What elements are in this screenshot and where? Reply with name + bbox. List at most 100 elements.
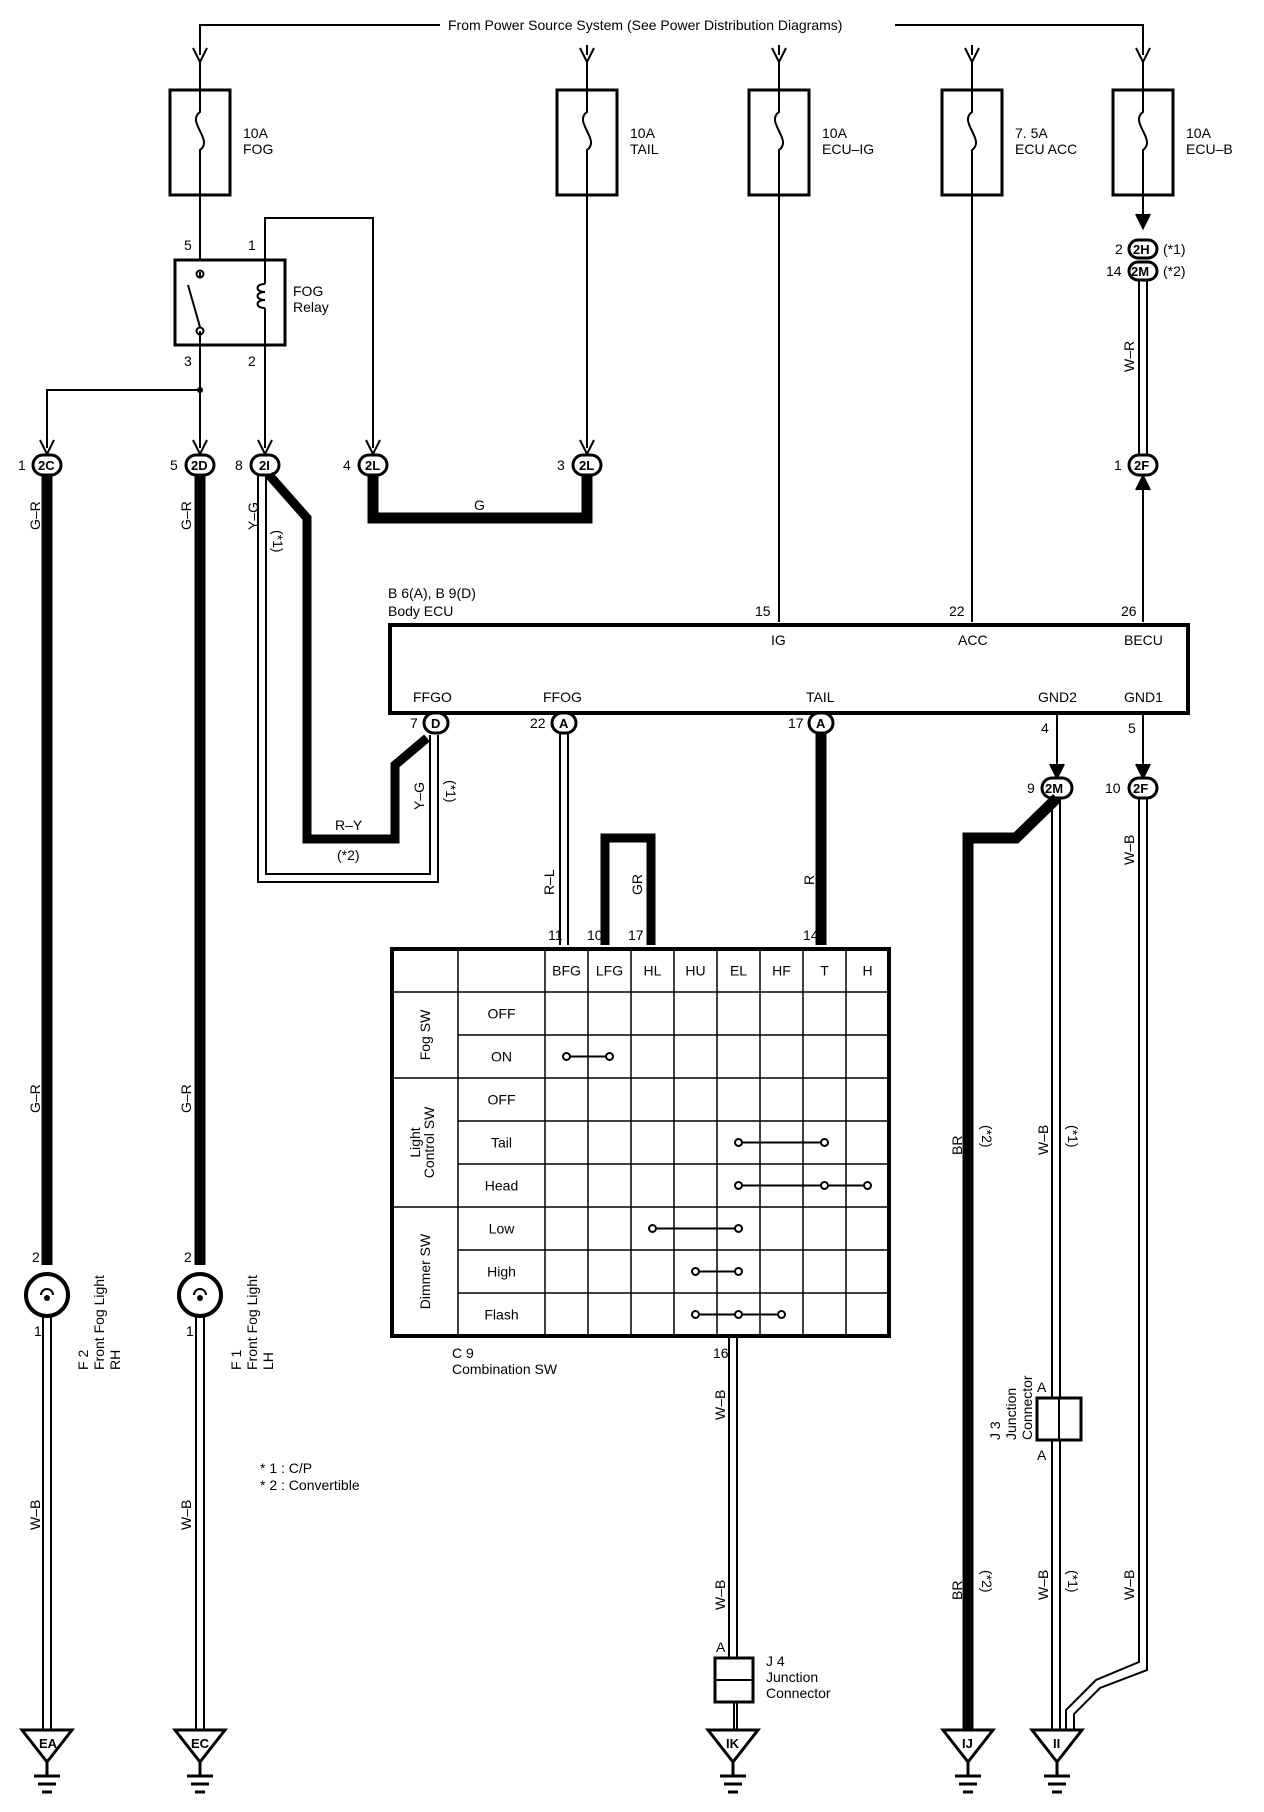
ecu-label-becu: BECU <box>1124 632 1163 648</box>
switch-group-2: Dimmer SW <box>417 1233 433 1309</box>
switch-contact <box>777 1310 786 1319</box>
ecu-label-ffog: FFOG <box>543 689 582 705</box>
switch-pin-11: 11 <box>548 927 563 943</box>
switch-contact <box>648 1224 657 1233</box>
fog-lh-line1: Front Fog Light <box>244 1275 260 1370</box>
ground-EA-label: EA <box>39 1736 58 1751</box>
junction-j4: A J 4 Junction Connector <box>713 1639 831 1704</box>
connector-2F-top: 2F 1 <box>1114 453 1159 491</box>
connector-2L3-pin: 3 <box>557 457 565 473</box>
connector-2I: 2I 8 <box>235 439 281 477</box>
switch-col-h: H <box>862 963 872 979</box>
wire-w-b-label-sw-2: W–B <box>712 1580 728 1610</box>
connector-A17-code: A <box>816 716 826 731</box>
ecu-label-gnd1: GND1 <box>1124 689 1163 705</box>
junction-j4-pin: A <box>716 1639 726 1655</box>
fog-light-rh-lamp <box>24 1272 70 1318</box>
switch-contact <box>562 1052 571 1061</box>
wire-y-g-label-right: Y–G <box>411 782 427 810</box>
wire-r-l-label: R–L <box>541 869 557 895</box>
switch-contact <box>734 1310 743 1319</box>
ecu-label-acc: ACC <box>958 632 988 648</box>
switch-pin-16: 16 <box>713 1345 729 1361</box>
wire-w-b-label-sw-1: W–B <box>712 1390 728 1420</box>
junction-j4-line2: Connector <box>766 1685 831 1701</box>
switch-col-hu: HU <box>685 963 705 979</box>
switch-name: Combination SW <box>452 1361 558 1377</box>
fuse-fog: 10A FOG <box>168 62 273 197</box>
wire-w-b-label-lh: W–B <box>178 1500 194 1530</box>
wire-note-2-br-2: (*2) <box>979 1570 995 1593</box>
switch-contact <box>605 1052 614 1061</box>
ground-EC-label: EC <box>191 1736 210 1751</box>
ecu-pin-26: 26 <box>1121 603 1137 619</box>
fuse-tail: 10A TAIL <box>555 62 659 197</box>
fuse-ecu-ig: 10A ECU–IG <box>747 62 874 197</box>
switch-contact <box>691 1267 700 1276</box>
connector-2I-code: 2I <box>259 458 270 473</box>
wire-note-1-right: (*1) <box>443 780 459 803</box>
connector-A-22: A 22 <box>530 711 578 735</box>
switch-row-tail: Tail <box>491 1135 512 1151</box>
relay-pin-3: 3 <box>184 353 192 369</box>
ecu-pin-15: 15 <box>755 603 771 619</box>
connector-2L4-code: 2L <box>365 458 380 473</box>
switch-contact <box>820 1138 829 1147</box>
connector-A17-pin: 17 <box>788 715 804 731</box>
switch-row-high: High <box>487 1264 516 1280</box>
wire-note-2-br-1: (*2) <box>979 1125 995 1148</box>
fuse-ecu-acc: 7. 5A ECU ACC <box>940 62 1077 197</box>
relay-label-1: FOG <box>293 283 323 299</box>
wire-w-b-label-2f-2: W–B <box>1121 1570 1137 1600</box>
connector-2C: 2C 1 <box>18 439 63 477</box>
legend-line-1: * 1 : C/P <box>260 1460 312 1476</box>
switch-contact <box>734 1224 743 1233</box>
fog-lh-pin-2: 2 <box>184 1249 192 1265</box>
fuse-ecu-b: 10A ECU–B <box>1111 62 1233 197</box>
fuse-fog-amp: 10A <box>243 125 269 141</box>
switch-row-off: OFF <box>488 1092 516 1108</box>
fog-lh-line2: LH <box>260 1352 276 1370</box>
relay-label-2: Relay <box>293 299 329 315</box>
connector-A22-pin: 22 <box>530 715 546 731</box>
switch-col-el: EL <box>730 963 747 979</box>
connector-2L-pin3: 2L 3 <box>557 439 603 477</box>
power-source-bus: From Power Source System (See Power Dist… <box>192 17 1151 65</box>
legend-line-2: * 2 : Convertible <box>260 1477 360 1493</box>
ground-IK-label: IK <box>726 1736 740 1751</box>
switch-ref: C 9 <box>452 1345 474 1361</box>
junction-j3-pin-top: A <box>1037 1379 1047 1395</box>
ground-IJ: IJ <box>939 1728 997 1794</box>
ecu-pin-22: 22 <box>949 603 965 619</box>
connector-2C-code: 2C <box>38 458 55 473</box>
switch-pin-10: 10 <box>587 927 603 943</box>
connector-2H-note: (*1) <box>1163 241 1186 257</box>
switch-row-off: OFF <box>488 1006 516 1022</box>
ecu-label-tail: TAIL <box>806 689 835 705</box>
switch-row-head: Head <box>485 1178 518 1194</box>
fog-rh-pin-2: 2 <box>32 1249 40 1265</box>
connector-2D-code: 2D <box>191 458 208 473</box>
connector-2F-top-code: 2F <box>1134 458 1149 473</box>
switch-row-low: Low <box>489 1221 516 1237</box>
switch-col-bfg: BFG <box>552 963 581 979</box>
fog-relay: 5 1 3 2 FOG Relay <box>173 195 374 448</box>
junction-j3-ref: J 3 <box>987 1421 1003 1440</box>
connector-2L-pin4: 2L 4 <box>343 439 389 477</box>
wire-w-b-label-rh: W–B <box>27 1500 43 1530</box>
fog-light-lh-lamp <box>177 1272 223 1318</box>
switch-contact <box>734 1267 743 1276</box>
junction-j3-pin-bottom: A <box>1037 1447 1047 1463</box>
switch-group-1: Light <box>407 1127 423 1157</box>
wire-w-b-label-2m-2: W–B <box>1035 1570 1051 1600</box>
fuse-ecu-ig-name: ECU–IG <box>822 141 874 157</box>
switch-contact <box>691 1310 700 1319</box>
switch-col-hl: HL <box>644 963 662 979</box>
connector-2H-pin: 2 <box>1115 241 1123 257</box>
relay-pin-5: 5 <box>184 237 192 253</box>
relay-pin-2: 2 <box>248 353 256 369</box>
switch-pin-14: 14 <box>803 927 819 943</box>
fuse-fog-name: FOG <box>243 141 273 157</box>
